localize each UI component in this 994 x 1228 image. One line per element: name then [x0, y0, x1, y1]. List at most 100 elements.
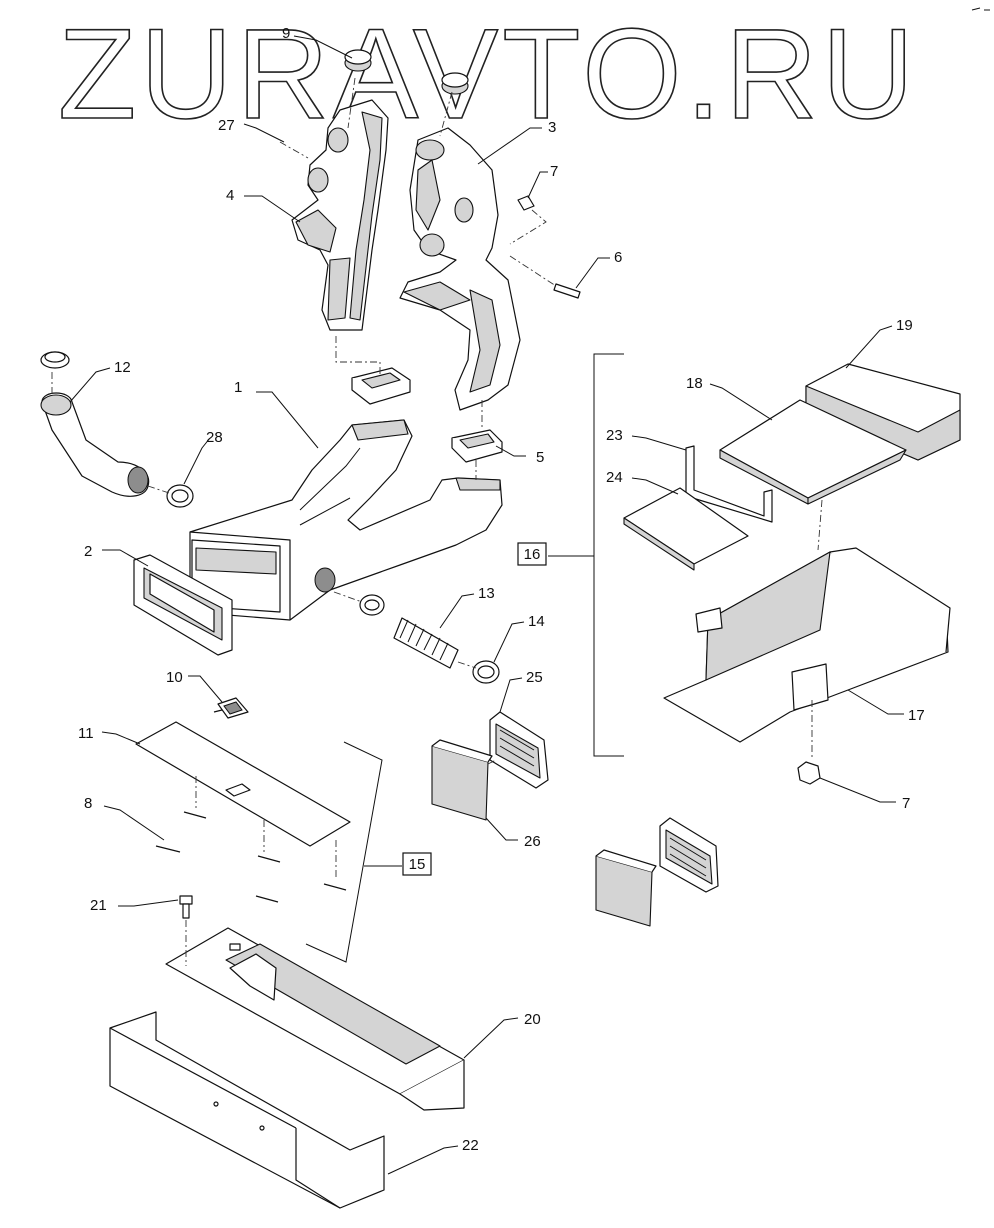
- callout-23: 23: [606, 427, 623, 444]
- main-duct-part-1: [189, 419, 503, 621]
- callout-12: 12: [114, 359, 131, 376]
- tray-part-22: [109, 1011, 385, 1209]
- pad-part-18: [719, 399, 907, 505]
- corner-mark: [971, 7, 990, 11]
- leader-22: [387, 1145, 459, 1175]
- centerline: [457, 661, 477, 669]
- leader-18: [709, 383, 773, 421]
- callout-9: 9: [282, 25, 290, 42]
- plate-part-11: [135, 709, 351, 847]
- callout-24: 24: [606, 469, 623, 486]
- leader-1: [256, 391, 319, 449]
- strip-part-23: [685, 445, 773, 523]
- gasket-upper: [351, 367, 411, 405]
- callout-10: 10: [166, 669, 183, 686]
- bellows-hose-part-13: [393, 617, 459, 669]
- leader-14: [493, 621, 525, 663]
- centerline: [817, 499, 823, 551]
- centerline: [279, 141, 309, 159]
- clamp-14: [472, 660, 500, 684]
- callout-17: 17: [908, 707, 925, 724]
- hose-part-12: [40, 392, 150, 497]
- callout-11: 11: [78, 725, 94, 742]
- leader-6: [575, 257, 610, 289]
- leader-2: [102, 549, 149, 567]
- centerline: [509, 255, 557, 287]
- pad-part-26: [431, 739, 493, 821]
- clamp-28: [166, 484, 194, 508]
- nut-part-7-bottom: [797, 761, 821, 785]
- callout-25: 25: [526, 669, 543, 686]
- callout-18: 18: [686, 375, 703, 392]
- callout-27: 27: [218, 117, 235, 134]
- callout-4: 4: [226, 187, 234, 204]
- callout-7-bottom: 7: [902, 795, 910, 812]
- cap-9-right: [441, 72, 469, 95]
- strips-part-8: [155, 811, 347, 903]
- callout-5: 5: [536, 449, 544, 466]
- pad-spare: [595, 849, 657, 927]
- callout-14: 14: [528, 613, 545, 630]
- callout-2: 2: [84, 543, 92, 560]
- callout-21: 21: [90, 897, 107, 914]
- leader-7b: [819, 777, 896, 803]
- callout-8: 8: [84, 795, 92, 812]
- group-bracket-15: 15: [305, 741, 432, 963]
- leader-12: [69, 367, 111, 403]
- leader-25: [499, 677, 523, 713]
- centerline: [335, 336, 381, 376]
- callout-28: 28: [206, 429, 223, 446]
- callout-26: 26: [524, 833, 541, 850]
- callout-6: 6: [614, 249, 622, 266]
- leader-26: [485, 817, 518, 841]
- clamp-13-left: [359, 594, 385, 616]
- leader-17: [847, 689, 904, 715]
- duct-part-3: [399, 127, 521, 411]
- leader-5: [495, 445, 526, 457]
- centerline: [333, 591, 363, 603]
- callout-1: 1: [234, 379, 242, 396]
- flange-part-2: [133, 554, 233, 656]
- leader-9: [293, 35, 353, 59]
- leader-8: [103, 805, 165, 841]
- callout-20: 20: [524, 1011, 541, 1028]
- group-label-15: 15: [409, 856, 426, 873]
- leader-10: [188, 675, 223, 703]
- duct-part-4: [291, 99, 389, 331]
- leader-7a: [527, 171, 548, 199]
- callout-3: 3: [548, 119, 556, 136]
- centerline: [487, 759, 497, 765]
- gasket-5: [451, 429, 503, 463]
- leader-27: [243, 123, 285, 143]
- centerline: [147, 485, 173, 495]
- leader-20: [463, 1017, 519, 1059]
- group-label-16: 16: [524, 546, 541, 563]
- leader-21: [118, 899, 179, 907]
- nut-part-7-top: [517, 195, 535, 211]
- watermark-text: ZURAVTO.RU: [58, 3, 918, 146]
- bolt-part-21: [179, 895, 193, 919]
- bolt-part-6: [553, 283, 581, 299]
- pad-part-24: [623, 487, 749, 571]
- grille-part-25: [489, 711, 549, 789]
- cover-part-17: [663, 547, 951, 743]
- leader-11: [101, 731, 141, 745]
- cap-9-left: [344, 49, 372, 72]
- group-bracket-16: 16: [517, 353, 624, 757]
- leader-19: [845, 325, 893, 369]
- leader-28: [183, 437, 211, 485]
- grille-spare: [659, 817, 719, 893]
- callout-7-top: 7: [550, 163, 558, 180]
- pad-part-19: [805, 363, 961, 461]
- leader-23: [631, 435, 687, 451]
- callout-19: 19: [896, 317, 913, 334]
- clamp-12-top: [40, 351, 70, 369]
- bracket-part-20: [165, 927, 465, 1111]
- centerline: [347, 77, 356, 129]
- callout-13: 13: [478, 585, 495, 602]
- leader-4: [244, 195, 301, 223]
- clip-part-10: [217, 697, 249, 719]
- leader-24: [631, 477, 679, 495]
- centerline: [509, 209, 547, 245]
